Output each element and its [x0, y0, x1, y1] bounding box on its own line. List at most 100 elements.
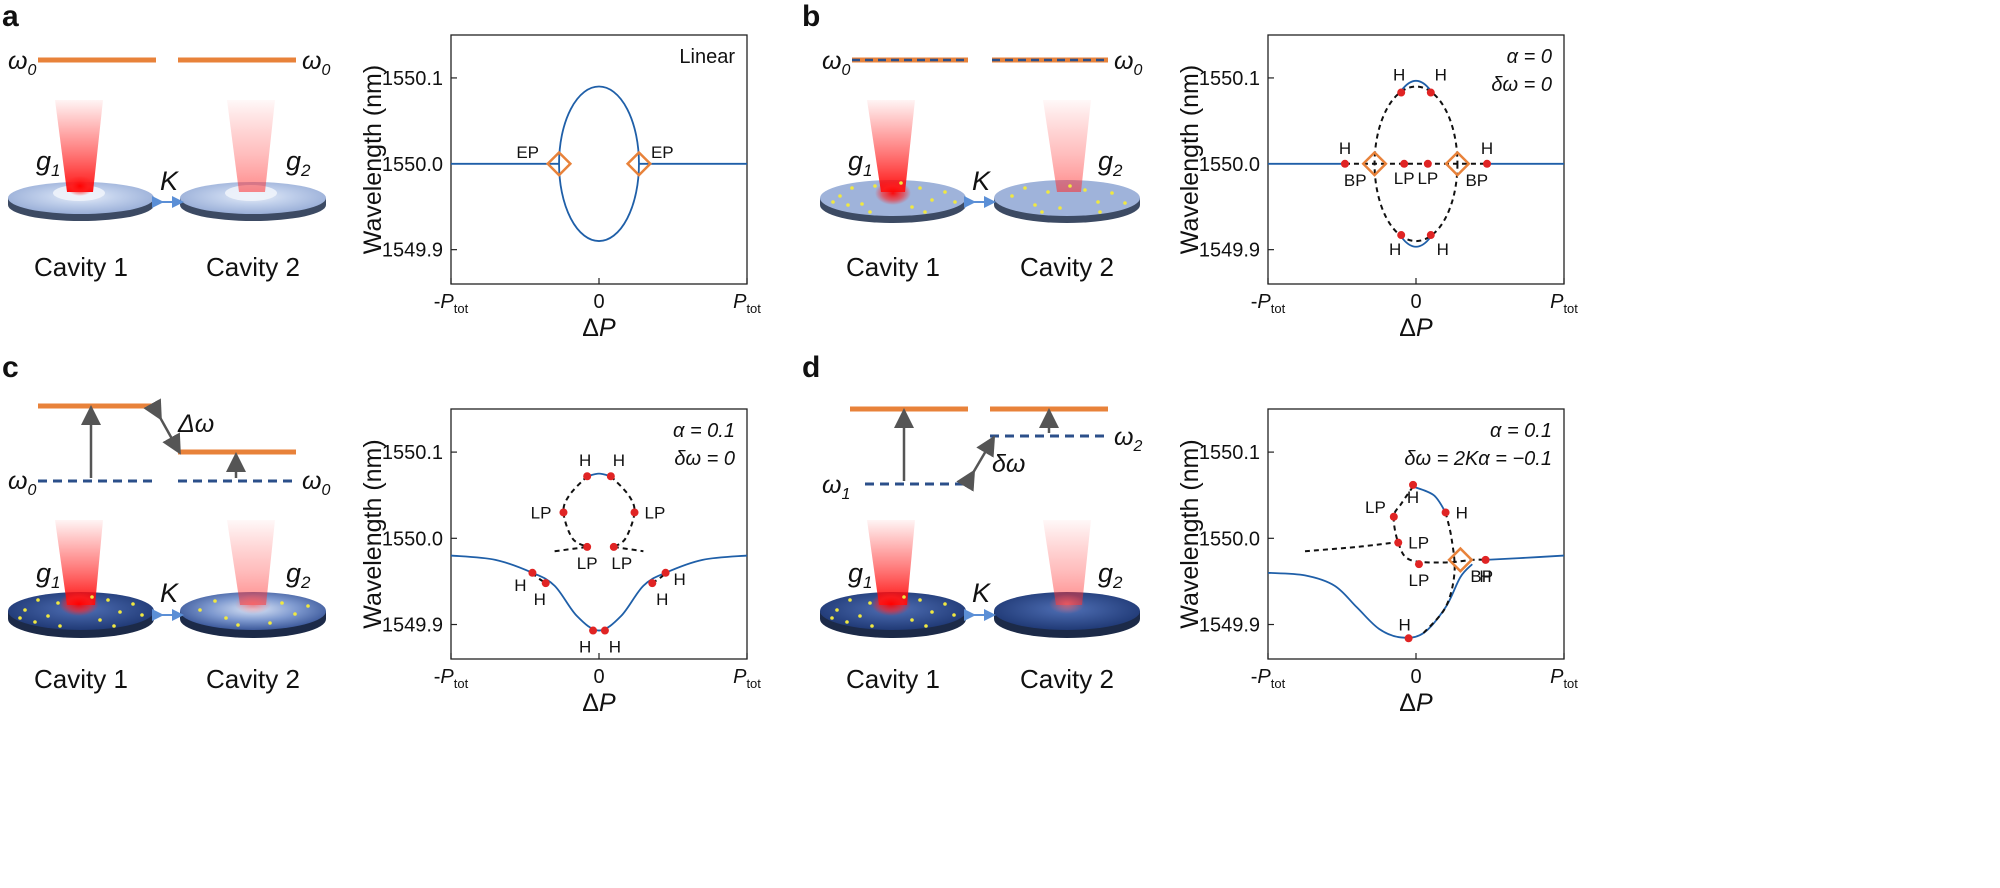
y-tick-label: 1550.0 — [382, 528, 443, 550]
panel-d: d δω ω1 ω2 — [802, 351, 1578, 717]
state-dot-marker — [1389, 512, 1398, 521]
marker-label: LP — [1417, 169, 1438, 188]
cavity-1-label-b: Cavity 1 — [846, 252, 940, 282]
panel-a: a ω0 ω0 g1 g2 K Cavity 1 Cavity 2 1549 — [2, 0, 761, 342]
y-tick-label: 1549.9 — [382, 615, 443, 637]
y-axis-label: Wavelength (nm) — [1176, 439, 1204, 628]
panel-letter-d: d — [802, 351, 820, 384]
marker-label: H — [1339, 139, 1351, 158]
marker-label: LP — [1409, 571, 1430, 590]
y-tick-label: 1550.1 — [1199, 68, 1260, 90]
series-line-2 — [1412, 485, 1447, 513]
gain-label-1c: g1 — [36, 558, 61, 592]
cavities-c: g1 g2 K Cavity 1 Cavity 2 — [8, 520, 326, 694]
series-line-4 — [610, 475, 636, 548]
marker-label: H — [613, 451, 625, 470]
laser-beam-1c — [55, 520, 103, 605]
y-tick-label: 1550.1 — [382, 442, 443, 464]
detuning-arrow-c — [143, 398, 181, 455]
omega-right-b: ω0 — [1114, 47, 1142, 79]
chart-note-2: δω = 0 — [674, 448, 735, 470]
state-dot-marker — [1394, 538, 1403, 547]
state-dot-marker — [609, 542, 618, 551]
x-tick-label: Ptot — [733, 291, 761, 316]
series-line-1 — [1485, 554, 1565, 561]
y-tick-label: 1550.0 — [1199, 154, 1260, 176]
panel-letter-a: a — [2, 0, 19, 33]
y-tick-label: 1550.0 — [382, 154, 443, 176]
omega-left-c: ω0 — [8, 467, 36, 499]
exceptional-point-marker — [1447, 546, 1474, 573]
marker-label: H — [656, 590, 668, 609]
marker-label: BP — [1470, 567, 1493, 586]
state-dot-marker — [1441, 508, 1450, 517]
chart-note-1: α = 0.1 — [1490, 420, 1552, 442]
marker-label: BP — [1465, 171, 1488, 190]
y-tick-label: 1549.9 — [1199, 240, 1260, 262]
y-tick-label: 1550.1 — [1199, 442, 1260, 464]
marker-label: H — [1456, 503, 1468, 522]
cavity-1-label-d: Cavity 1 — [846, 664, 940, 694]
gain-label-2d: g2 — [1098, 558, 1123, 592]
gain-label-1d: g1 — [848, 558, 873, 592]
marker-label: H — [1435, 66, 1447, 85]
series-ellipse-3 — [1373, 85, 1459, 243]
panel-b: b ω0 ω0 — [802, 0, 1578, 342]
x-tick-label: 0 — [593, 291, 604, 313]
gain-dots-1d — [830, 595, 956, 628]
series-line-3 — [1304, 541, 1394, 553]
omega-left-a: ω0 — [8, 47, 36, 79]
x-tick-label: -Ptot — [434, 666, 469, 691]
series-arc-4 — [1400, 79, 1432, 92]
gain-label-1a: g1 — [36, 146, 61, 180]
state-dot-marker — [528, 568, 537, 577]
marker-label: LP — [531, 503, 552, 522]
energy-levels-d: δω ω1 ω2 — [822, 406, 1142, 503]
gain-label-2b: g2 — [1098, 146, 1123, 180]
marker-label: H — [534, 590, 546, 609]
y-axis-label: Wavelength (nm) — [359, 65, 387, 254]
exceptional-point-marker — [545, 150, 573, 177]
marker-label: H — [1407, 488, 1419, 507]
chart-note-2: δω = 0 — [1491, 74, 1552, 96]
marker-label: H — [1389, 240, 1401, 259]
x-tick-label: 0 — [593, 666, 604, 688]
marker-label: LP — [1365, 498, 1386, 517]
detuning-arrow-d — [956, 435, 996, 492]
energy-levels-c: Δω ω0 ω0 — [8, 398, 330, 499]
x-axis-label: ΔP — [1399, 314, 1433, 342]
exceptional-point-marker — [1361, 150, 1388, 177]
state-dot-marker — [1400, 159, 1409, 168]
series-line-0 — [450, 554, 748, 632]
omega-right-c: ω0 — [302, 467, 330, 499]
gain-dots-1c — [18, 595, 144, 628]
state-dot-marker — [630, 508, 639, 517]
energy-levels-b: ω0 ω0 — [822, 47, 1142, 79]
omega-left-b: ω0 — [822, 47, 850, 79]
cavity-2-label-c: Cavity 2 — [206, 664, 300, 694]
cavity-2-label-d: Cavity 2 — [1020, 664, 1114, 694]
marker-label: H — [1479, 567, 1491, 586]
x-axis-label: ΔP — [582, 314, 616, 342]
marker-label: EP — [651, 143, 674, 162]
chart-note-2: δω = 2Kα = −0.1 — [1404, 448, 1552, 470]
marker-label: EP — [516, 143, 539, 162]
state-dot-marker — [589, 626, 598, 635]
gain-dots-2b — [1010, 184, 1127, 214]
laser-beam-2a — [227, 100, 275, 192]
state-dot-marker — [583, 472, 592, 481]
y-tick-label: 1550.0 — [1199, 528, 1260, 550]
gain-dots-1b — [831, 181, 957, 214]
omega-right-d: ω2 — [1114, 423, 1142, 455]
exceptional-point-marker — [1444, 150, 1471, 177]
plot-frame — [450, 408, 748, 660]
marker-label: LP — [1408, 534, 1429, 553]
state-dot-marker — [1423, 159, 1432, 168]
marker-label: LP — [645, 503, 666, 522]
x-tick-label: 0 — [1410, 666, 1421, 688]
laser-beam-1b — [867, 100, 915, 192]
